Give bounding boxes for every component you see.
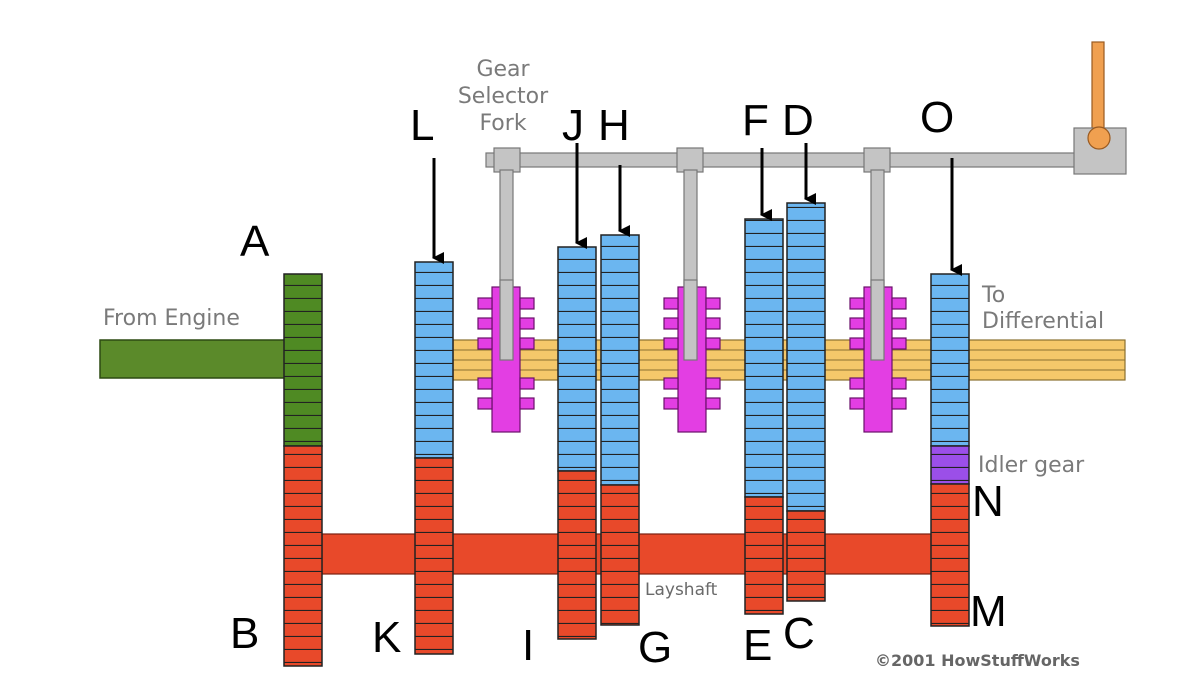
gear-b [283, 445, 323, 667]
idler-gear [930, 445, 970, 485]
gear-i [557, 470, 597, 640]
from-engine-label: From Engine [103, 306, 240, 331]
to-differential-line1: To [981, 283, 1005, 308]
gear-f [744, 218, 784, 498]
gear-k [414, 457, 454, 655]
lever-pivot [1087, 126, 1111, 150]
to-differential-line2: Differential [982, 309, 1104, 334]
letter-c: C [783, 609, 815, 658]
letter-g: G [638, 623, 672, 672]
fork-label-line1: Gear [476, 57, 530, 82]
gear-g [600, 484, 640, 626]
letter-b: B [230, 609, 259, 658]
gear-lever [1091, 41, 1105, 135]
letter-i: I [522, 621, 534, 670]
gear-c [786, 510, 826, 602]
gear-d [786, 202, 826, 512]
gear-h [600, 234, 640, 486]
gear-j [557, 246, 597, 472]
fork-label-line2: Selector [458, 84, 549, 109]
letter-l: L [410, 101, 434, 150]
letter-f: F [742, 96, 769, 145]
letter-j: J [562, 101, 584, 150]
letter-d: D [782, 96, 814, 145]
gear-e [744, 496, 784, 615]
input-shaft [99, 339, 287, 379]
gear-a [283, 273, 323, 447]
letter-o: O [920, 93, 954, 142]
gear-o [930, 273, 970, 447]
idler-gear-label: Idler gear [978, 453, 1085, 478]
letter-k: K [372, 613, 401, 662]
letter-h: H [598, 101, 630, 150]
gear-m [930, 483, 970, 627]
letter-e: E [743, 621, 772, 670]
letter-a: A [240, 217, 270, 266]
letter-m: M [970, 587, 1007, 636]
layshaft-label: Layshaft [645, 580, 718, 600]
fork-label-line3: Fork [479, 111, 526, 136]
gear-l [414, 261, 454, 459]
letter-n: N [972, 477, 1004, 526]
copyright: ©2001 HowStuffWorks [875, 651, 1080, 670]
